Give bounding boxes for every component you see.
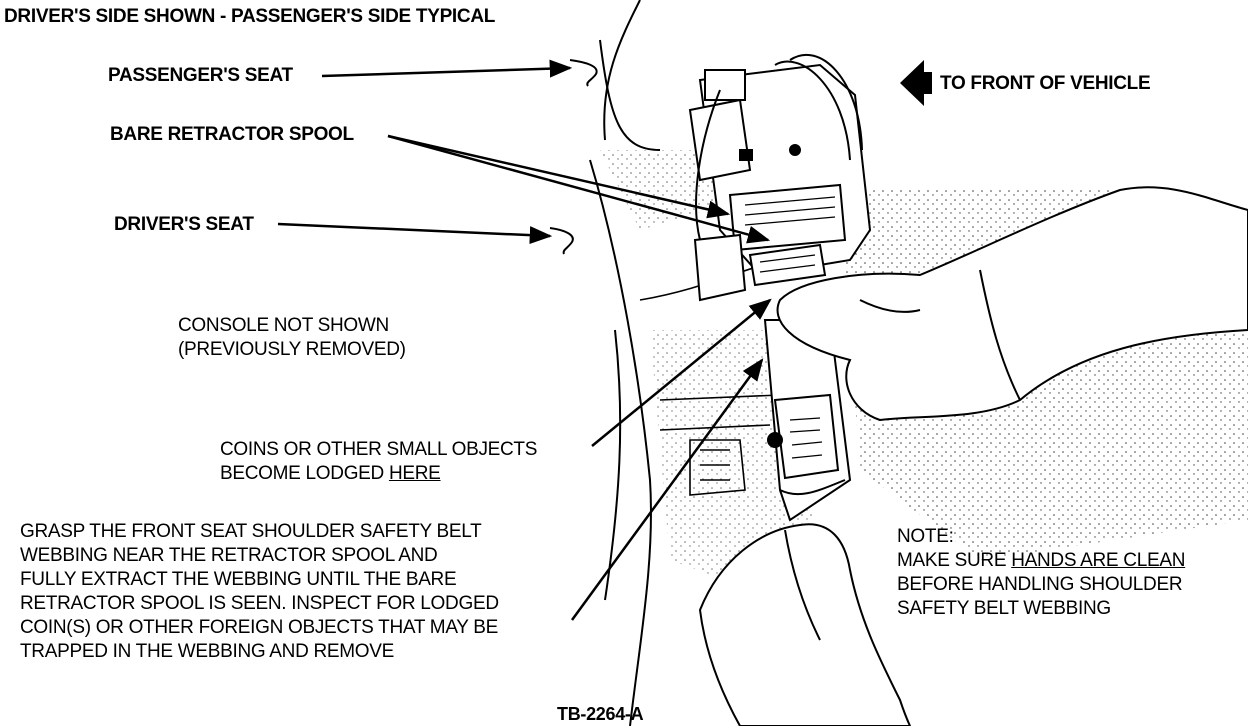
label-coins-line1: COINS OR OTHER SMALL OBJECTS <box>220 439 538 460</box>
leader-passenger-seat <box>321 59 573 78</box>
leader-bare-spool-1 <box>387 134 771 244</box>
note-hands-clean: HANDS ARE CLEAN <box>1011 550 1186 571</box>
label-coins-line2: BECOME LODGED HERE <box>220 463 441 484</box>
leader-driver-seat <box>277 222 553 245</box>
label-to-front-of-vehicle: TO FRONT OF VEHICLE <box>940 73 1151 94</box>
leader-coins-here <box>591 298 772 447</box>
belt-webbing <box>763 319 852 522</box>
note-line3: SAFETY BELT WEBBING <box>897 598 1111 619</box>
figure-id: TB-2264-A <box>557 704 644 724</box>
upper-hand <box>776 186 1248 422</box>
note-line2: BEFORE HANDLING SHOULDER <box>897 574 1183 595</box>
hook-driver-seat <box>549 227 574 255</box>
label-driver-seat: DRIVER'S SEAT <box>114 214 254 235</box>
hook-passenger-seat <box>569 59 598 87</box>
instruction-line: GRASP THE FRONT SEAT SHOULDER SAFETY BEL… <box>20 521 482 542</box>
instruction-line: TRAPPED IN THE WEBBING AND REMOVE <box>20 641 395 662</box>
label-coins-here: HERE <box>388 463 441 484</box>
label-console-line1: CONSOLE NOT SHOWN <box>178 315 389 336</box>
retractor-assembly <box>688 53 872 302</box>
note-line1: MAKE SURE HANDS ARE CLEAN <box>897 550 1186 571</box>
instruction-line: COIN(S) OR OTHER FOREIGN OBJECTS THAT MA… <box>20 617 499 638</box>
label-bare-retractor-spool: BARE RETRACTOR SPOOL <box>110 124 354 145</box>
passenger-seat-outline <box>599 0 661 151</box>
instruction-line: WEBBING NEAR THE RETRACTOR SPOOL AND <box>20 545 438 566</box>
driver-seat-outline <box>589 159 652 726</box>
lower-hand <box>698 523 912 726</box>
leader-grasp-webbing <box>570 358 764 621</box>
front-direction-arrow <box>900 60 924 106</box>
header-title: DRIVER'S SIDE SHOWN - PASSENGER'S SIDE T… <box>4 6 496 27</box>
leader-bare-spool-2 <box>387 134 731 219</box>
label-console-line2: (PREVIOUSLY REMOVED) <box>178 339 406 360</box>
instruction-line: FULLY EXTRACT THE WEBBING UNTIL THE BARE <box>20 569 457 590</box>
instruction-line: RETRACTOR SPOOL IS SEEN. INSPECT FOR LOD… <box>20 593 499 614</box>
label-passenger-seat: PASSENGER'S SEAT <box>108 65 293 86</box>
note-heading: NOTE: <box>897 526 954 547</box>
